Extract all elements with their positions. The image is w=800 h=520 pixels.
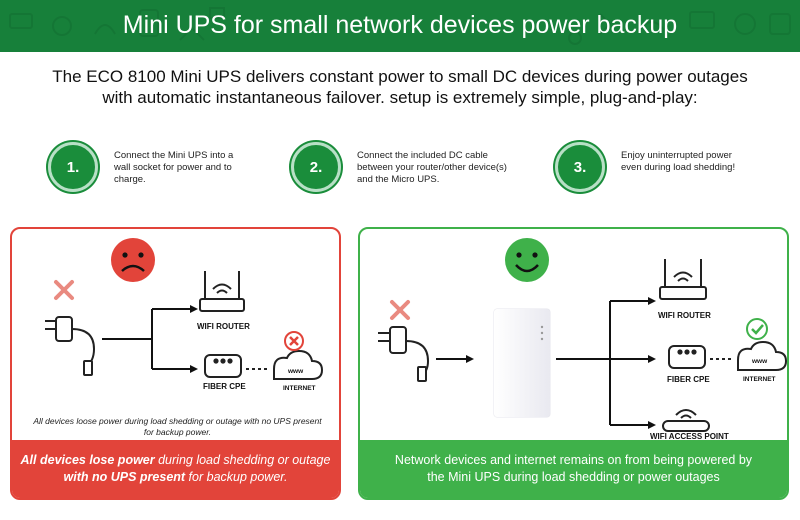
banner-pattern [9,7,791,45]
router-label: WIFI ROUTER [197,322,250,331]
intro-line-1: The ECO 8100 Mini UPS delivers constant … [52,67,748,86]
footer-text-2: for backup power. [185,470,288,484]
x-mark-icon [54,280,74,300]
page-title: Mini UPS for small network devices power… [122,11,678,39]
wifi-router-icon [199,271,245,312]
with-ups-diagram [378,238,787,432]
internet-cloud-icon [737,340,787,371]
step-3-text: Enjoy uninterrupted power even during lo… [621,150,736,173]
step-1-text: Connect the Mini UPS into a wall socket … [114,150,234,185]
footer-line-1: Network devices and internet remains on … [394,453,753,467]
fiber-cpe-icon [668,345,706,369]
intro-line-2: with automatic instantaneous failover. s… [102,88,698,107]
wifi-router-icon [659,259,707,300]
header-banner: Mini UPS for small network devices power… [0,0,800,52]
internet-cloud-icon [273,349,324,380]
happy-face-icon [505,238,549,282]
with-ups-footer: Network devices and internet remains on … [360,440,787,498]
cpe-label: FIBER CPE [667,375,710,384]
sad-face-icon [111,238,155,282]
power-adapter-icon [378,326,430,382]
without-ups-diagram [45,238,324,380]
mini-ups-device [493,308,551,418]
connection-lines [556,300,650,426]
step-1-number: 1. [48,142,98,192]
www-label: www [288,368,304,375]
footer-line-2: the Mini UPS during load shedding or pow… [427,470,720,484]
internet-label: INTERNET [743,376,776,383]
panel-without-ups: WIFI ROUTER FIBER CPE www INTERNET All d… [10,227,341,500]
fiber-cpe-icon [204,354,242,378]
power-adapter-icon [45,316,96,376]
connection-lines [102,308,192,370]
step-3-number: 3. [555,142,605,192]
without-ups-footer: All devices lose power during load shedd… [12,440,339,498]
footer-emphasis-1: All devices lose power [20,453,155,467]
access-point-label: WIFI ACCESS POINT [650,432,729,441]
step-2-text: Connect the included DC cable between yo… [357,150,507,185]
www-label: www [752,358,768,365]
connected-check-icon [746,318,768,340]
cpe-label: FIBER CPE [203,382,246,391]
footer-emphasis-2: with no UPS present [63,470,186,484]
router-label: WIFI ROUTER [658,311,711,320]
internet-label: INTERNET [283,385,316,392]
without-ups-note: All devices loose power during load shed… [33,416,322,437]
step-2-number: 2. [291,142,341,192]
x-mark-icon [390,300,410,320]
intro-text: The ECO 8100 Mini UPS delivers constant … [40,66,760,108]
footer-text-1: during load shedding or outage [154,453,331,467]
wifi-access-point-icon [662,409,710,432]
panel-with-ups: WIFI ROUTER FIBER CPE www INTERNET WIFI … [358,227,789,500]
no-connection-icon [284,331,304,351]
